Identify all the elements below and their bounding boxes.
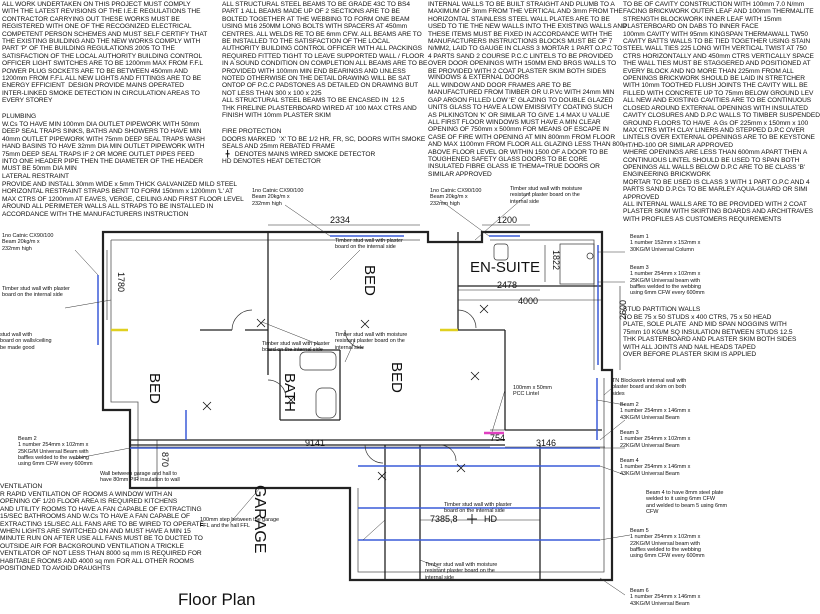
stud-partition-notes: TO BE 75 x 50 STUDS x 400 CTRS, 75 x 50 … (623, 314, 797, 359)
callout-tn-blockwork: TN Blockwork internal wall with plaster … (612, 378, 687, 397)
dim-1780: 1780 (116, 272, 126, 292)
plumbing-heading: PLUMBING (2, 113, 37, 120)
dim-3146: 3146 (536, 438, 556, 448)
fire-door-marks (202, 304, 489, 481)
dim-2334: 2334 (330, 215, 350, 225)
windows-notes: ALL WINDOW AND DOOR FRAMES ARE TO BE MAN… (428, 82, 624, 178)
room-ensuite: EN-SUITE (470, 259, 540, 276)
leader-lines (64, 191, 631, 596)
callout-left-fragment: stud wall with board on walls/ceiling be… (0, 332, 52, 351)
heat-detector-label: HD (484, 514, 497, 524)
callout-stud-mid: Timber stud wall with plaster board on t… (262, 341, 330, 354)
callout-stud-garage: Timber stud wall with plaster board on t… (444, 502, 512, 515)
callout-lintel-left: 1no Catnic CX90/100 Beam 20kg/m x 232mm … (2, 233, 54, 252)
dim-1822: 1822 (551, 250, 561, 270)
electrical-notes: ALL WORK UNDERTAKEN ON THIS PROJECT MUST… (2, 1, 208, 105)
ventilation-heading: VENTILATION (0, 483, 43, 490)
callout-stud-bottom: Timber stud wall with moisture resistant… (425, 562, 498, 581)
callout-stud-left: Timber stud wall with plaster board on t… (2, 286, 70, 299)
restraint-heading: LATERAL RESTRAINT (2, 173, 69, 180)
stud-partition-heading: STUD PARTITION WALLS (623, 306, 701, 313)
external-walls (101, 230, 614, 582)
dim-9141: 9141 (305, 438, 325, 448)
room-bed-left: BED (146, 373, 163, 404)
fire-heading: FIRE PROTECTION (222, 128, 282, 135)
room-garage: GARAGE (251, 485, 268, 553)
dimension-lines (106, 224, 621, 521)
callout-beam4-plate: Beam 4 to have 8mm steel plate welded to… (646, 490, 728, 515)
callout-beam3-right: Beam 3 1 number 254mm x 102mm x 22KG/M U… (620, 430, 691, 449)
callout-beam4-right: Beam 4 1 number 254mm x 146mm x 43KG/M U… (620, 458, 691, 477)
callout-beam2-left: Beam 2 1 number 254mm x 102mm x 25KG/M U… (18, 436, 93, 468)
inner-leaf (110, 239, 605, 573)
room-bed-mid: BED (388, 362, 405, 393)
windows-heading: WINDOWS & EXTERNAL DOORS (428, 74, 529, 81)
restraint-notes: PROVIDE AND INSTALL 30mm WIDE x 5mm THIC… (2, 181, 244, 218)
callout-beam5: Beam 5 1 number 254mm x 102mm x 22KG/M U… (630, 528, 705, 560)
floor-plan-drawing: BED EN-SUITE BED BATH BED GARAGE 2334 12… (64, 191, 631, 596)
dim-4000: 4000 (518, 296, 538, 306)
callout-lintel-top-mid: 1no Catnic CX90/100 Beam 20kg/m x 232mm … (430, 188, 482, 207)
callout-lintel-top-left: 1no Catnic CX90/100 Beam 20kg/m x 232mm … (252, 188, 304, 207)
ensuite-fittings (299, 243, 595, 419)
smoke-detector-icon (467, 514, 477, 524)
room-bath: BATH (281, 373, 298, 412)
callout-garage-wall: Wall between garage and hall to have 80m… (100, 471, 180, 484)
fire-notes: DOORS MARKED 'X' TO BE 1/2 HR, FR, SC, D… (222, 136, 426, 166)
steel-beam-notes: ALL STRUCTURAL STEEL BEAMS TO BE GRADE 4… (222, 1, 428, 120)
dim-754: 754 (490, 433, 505, 443)
callout-beam6: Beam 6 1 number 254mm x 146mm x 43KG/M U… (630, 588, 701, 607)
callout-pcc-lintel: 100mm x 50mm PCC Lintel (513, 385, 552, 398)
cavity-wall-notes: TO BE OF CAVITY CONSTRUCTION WITH 100mm … (623, 1, 820, 223)
dim-2478: 2478 (497, 280, 517, 290)
dim-2600: 2600 (618, 300, 628, 320)
callout-stud-top: Timber stud wall with moisture resistant… (510, 186, 583, 205)
internal-wall-notes: INTERNAL WALLS TO BE BUILT STRAIGHT AND … (428, 1, 627, 75)
callout-stud-bath: Timber stud wall with moisture resistant… (335, 332, 408, 351)
dim-7385: 7385,8 (430, 514, 458, 524)
internal-walls (130, 232, 602, 580)
dim-1200: 1200 (497, 215, 517, 225)
plumbing-notes: W.Cs TO HAVE MIN 100mm DIA OUTLET PIPEWO… (2, 121, 205, 173)
ventilation-notes: R RAPID VENTILATION OF ROOMS A WINDOW WI… (0, 491, 204, 573)
steel-beams (97, 235, 600, 541)
callout-beam1: Beam 1 1 number 152mm x 152mm x 30KG/M U… (630, 234, 701, 253)
door-swings (231, 309, 477, 464)
room-bed-right: BED (361, 265, 378, 296)
callout-stud-bed: Timber stud wall with plaster board on t… (335, 238, 403, 251)
floor-plan-caption: Floor Plan (178, 590, 256, 609)
callout-step: 100mm step between the garage FFL and th… (200, 517, 279, 530)
callout-beam2-right: Beam 2 1 number 254mm x 146mm x 43KG/M U… (620, 402, 691, 421)
dim-870: 870 (160, 452, 170, 467)
callout-beam3: Beam 3 1 number 254mm x 102mm x 25KG/M U… (630, 265, 705, 297)
